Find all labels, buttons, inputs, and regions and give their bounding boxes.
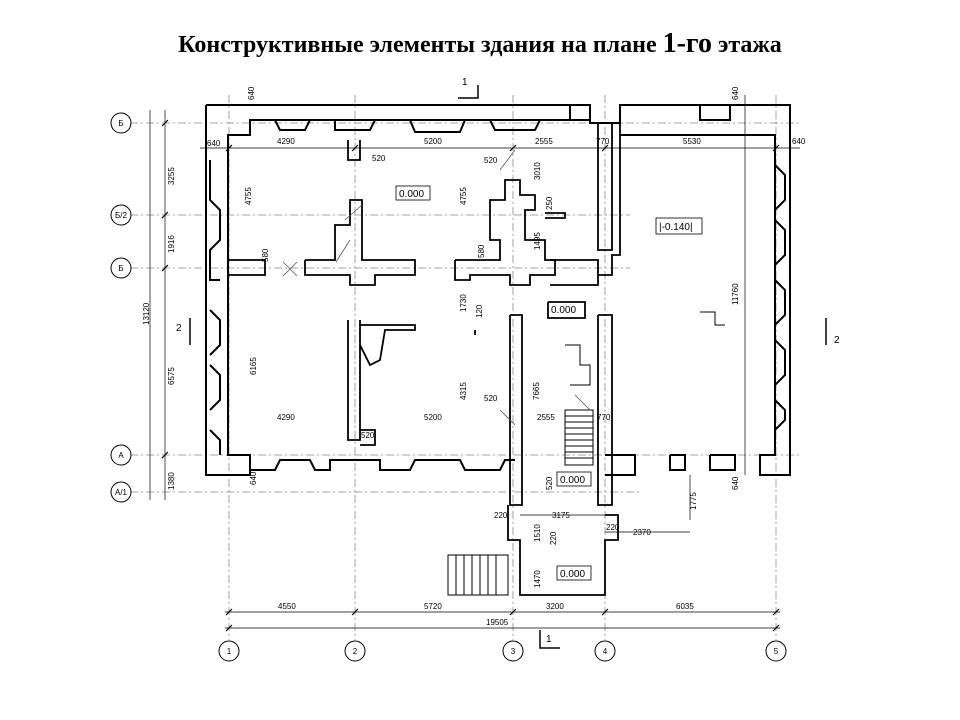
dim-inner-19: 520 [361,431,375,440]
section-marks [189,85,827,649]
dim-top-right: 640 [731,86,740,100]
dim-top-1: 640 [207,139,221,148]
dim-top-3: 5200 [424,137,442,146]
level-mark-3: 0.000 [551,305,576,316]
dim-inner-6: 580 [261,248,270,262]
axis-bubble-row-1 [110,112,132,134]
dim-inner-13: 7665 [532,382,541,400]
axis-label-row-4: А [118,451,124,460]
section-mark-2-left: 2 [176,323,182,334]
dim-inner-1: 520 [484,156,498,165]
dim-inner-27: 2370 [633,528,651,537]
title-main: Конструктивные элементы здания на плане [178,32,663,58]
page-title: Конструктивные элементы здания на плане … [0,28,960,60]
section-mark-1-top: 1 [462,77,468,88]
dim-inner-28: 1470 [533,570,542,588]
axis-bubble-row-5 [110,481,132,503]
dim-inner-22: 220 [494,511,508,520]
dim-inner-2: 3010 [533,162,542,180]
exterior-walls [205,104,791,476]
dim-inner-14: 520 [484,394,498,403]
dim-inner-25: 220 [549,531,558,545]
dim-inner-17: 2555 [537,413,555,422]
axis-bubble-col-2 [344,640,366,662]
dim-top-7: 640 [792,137,806,146]
door-swings [282,149,591,426]
dim-bottom-0: 4550 [278,602,296,611]
axis-label-row-1: Б [118,119,123,128]
dim-inner-5: 250 [545,196,554,210]
axis-label-col-5: 5 [774,647,779,656]
axis-labels: Б Б/2 Б А А/1 1 2 3 4 5 [115,119,779,656]
level-mark-5: 0.000 [560,569,585,580]
section-mark-1-bottom: 1 [546,634,552,645]
axis-label-col-4: 4 [603,647,608,656]
dim-left-2: 13120 [142,302,151,325]
axis-label-col-2: 2 [353,647,358,656]
level-boxes [395,185,703,581]
axis-bubble-col-3 [502,640,524,662]
dim-left-5: 640 [249,471,258,485]
section-mark-2-right: 2 [834,335,840,346]
dim-left-4: 1380 [167,472,176,490]
dim-inner-29: 1775 [689,492,698,510]
dim-inner-8: 1495 [533,232,542,250]
staircases [447,311,725,596]
dim-top-0: 640 [247,86,256,100]
level-mark-2: |-0.140| [659,222,693,233]
dim-top-4: 2555 [535,137,553,146]
axis-bubble-row-3 [110,257,132,279]
dim-inner-26: 220 [606,523,620,532]
dim-left-3: 6575 [167,367,176,385]
dim-inner-23: 3175 [552,511,570,520]
dim-inner-4: 4755 [459,187,468,205]
level-mark-4: 0.000 [560,475,585,486]
dim-inner-12: 4315 [459,382,468,400]
dim-inner-11: 6165 [249,357,258,375]
dim-inner-24: 1510 [533,524,542,542]
axis-markers [110,112,787,662]
axis-bubble-row-4 [110,444,132,466]
dim-inner-18: 770 [597,413,611,422]
dim-inner-9: 1730 [459,294,468,312]
title-suffix: этажа [711,32,782,58]
dim-left-1: 1916 [167,235,176,253]
axis-label-col-1: 1 [227,647,232,656]
dim-bottom-4: 19505 [486,618,509,627]
dim-inner-30: 640 [731,476,740,490]
axis-bubble-row-2 [110,204,132,226]
dim-bottom-1: 5720 [424,602,442,611]
dim-top-5: 770 [596,137,610,146]
dim-bottom-3: 6035 [676,602,694,611]
dim-inner-7: 580 [477,244,486,258]
dimension-lines [149,95,800,629]
axis-bubble-col-4 [594,640,616,662]
dim-top-2: 4290 [277,137,295,146]
axis-label-row-5: А/1 [115,488,128,497]
level-mark-1: 0.000 [399,189,424,200]
dim-bottom-2: 3200 [546,602,564,611]
axis-bubble-col-1 [218,640,240,662]
dim-left-0: 3255 [167,167,176,185]
dim-inner-15: 4290 [277,413,295,422]
axis-label-row-2: Б/2 [115,211,127,220]
dim-inner-16: 5200 [424,413,442,422]
axis-lines [130,95,800,640]
dim-inner-10: 120 [475,304,484,318]
title-floor: 1-го [662,28,712,59]
dim-top-6: 5530 [683,137,701,146]
axis-bubble-col-5 [765,640,787,662]
axis-label-row-3: Б [118,264,123,273]
dim-inner-20: 520 [545,476,554,490]
dim-inner-21: 11760 [731,283,740,305]
dim-inner-3: 4755 [244,187,253,205]
axis-label-col-3: 3 [511,647,516,656]
dim-inner-0: 520 [372,154,386,163]
